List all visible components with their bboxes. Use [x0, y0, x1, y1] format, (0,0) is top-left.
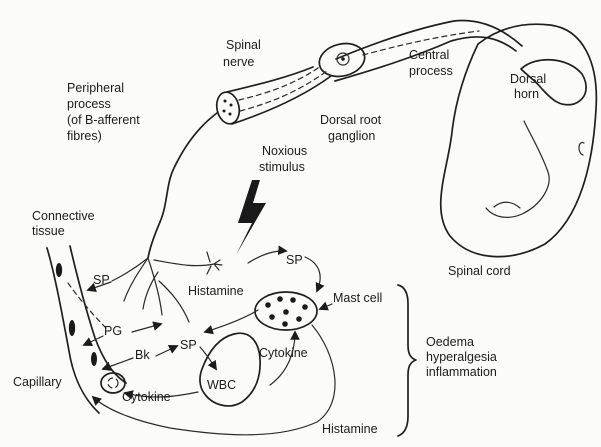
- label-histamine-top: Histamine: [188, 284, 244, 298]
- label-spinal-nerve: Spinal nerve: [223, 38, 264, 69]
- nerve-fibre-dot-3: [223, 110, 226, 113]
- lightning-bolt-icon: [236, 180, 266, 255]
- capillary-lumen: [108, 378, 118, 388]
- spinal-cord-notch: [494, 202, 520, 208]
- spinal-nerve-lower: [232, 76, 331, 124]
- label-histamine-bottom: Histamine: [322, 422, 378, 436]
- label-outcome: Oedema hyperalgesia inflammation: [426, 335, 500, 379]
- capillary-cell-2: [69, 320, 75, 336]
- spinal-cord-inner-contour: [486, 121, 549, 217]
- nerve-branch-wbc: [159, 281, 189, 322]
- capillary-wall-right: [70, 246, 126, 383]
- label-bk: Bk: [135, 348, 150, 362]
- arrow-histamine-to-sp: [205, 310, 258, 332]
- nerve-cross-section: [214, 90, 242, 126]
- peripheral-process: [148, 113, 217, 258]
- arrow-mast-cell-label: [320, 304, 332, 309]
- nerve-fibre-dot-4: [229, 113, 232, 116]
- arrow-pg-to-sp: [132, 324, 161, 332]
- mast-cell-granule: [302, 304, 308, 310]
- mast-cell-granule: [277, 296, 283, 302]
- spinal-cord-outline: [441, 24, 597, 256]
- mast-cell-granule: [296, 316, 302, 322]
- nerve-terminal-tips: [207, 252, 222, 274]
- label-sp-middle: SP: [180, 338, 197, 352]
- nerve-fibre-dot-1: [224, 100, 227, 103]
- mast-cell-granule: [269, 314, 275, 320]
- nerve-fibre-dot-2: [230, 104, 233, 107]
- capillary-cell-1: [56, 263, 62, 277]
- mast-cell-granule: [282, 321, 288, 327]
- label-noxious-stimulus: Noxious stimulus: [259, 144, 311, 174]
- label-peripheral-process: Peripheral process (of B-afferent fibres…: [67, 81, 143, 143]
- mast-cell-granule: [290, 297, 296, 303]
- label-dorsal-horn: Dorsal horn: [510, 72, 550, 101]
- label-sp-top: SP: [286, 253, 303, 267]
- mast-cell-granule: [283, 309, 289, 315]
- label-cytokine-left: Cytokine: [122, 390, 171, 404]
- label-pg: PG: [104, 324, 122, 338]
- central-canal: [579, 143, 584, 155]
- arrow-pg-to-capillary: [84, 336, 103, 345]
- arrow-sp-to-mast-cell: [305, 257, 320, 291]
- nerve-branch-capillary: [124, 258, 148, 301]
- arrow-stimulus-to-sp: [248, 251, 286, 263]
- label-dorsal-root-ganglion: Dorsal root ganglion: [320, 113, 385, 143]
- ganglion-cell-core: [341, 57, 345, 61]
- nerve-branch-down-b: [143, 272, 158, 309]
- capillary-cell-3: [91, 352, 97, 366]
- arrow-bk-to-sp: [156, 346, 177, 356]
- label-sp-left: SP: [93, 273, 110, 287]
- label-spinal-cord: Spinal cord: [448, 264, 511, 278]
- mast-cell-granule: [265, 302, 271, 308]
- label-mast-cell: Mast cell: [333, 291, 382, 305]
- nerve-branch-sp: [112, 258, 148, 281]
- mast-cell-granules: [265, 296, 308, 327]
- nerve-branch-right: [154, 260, 214, 266]
- label-cytokine-right: Cytokine: [259, 346, 308, 360]
- outcome-brace: [398, 285, 416, 436]
- label-central-process: Central process: [409, 48, 453, 78]
- label-wbc: WBC: [207, 378, 236, 392]
- label-capillary: Capillary: [13, 375, 62, 389]
- label-connective-tissue: Connective tissue: [32, 209, 98, 238]
- wbc-cell-outline: [200, 333, 260, 406]
